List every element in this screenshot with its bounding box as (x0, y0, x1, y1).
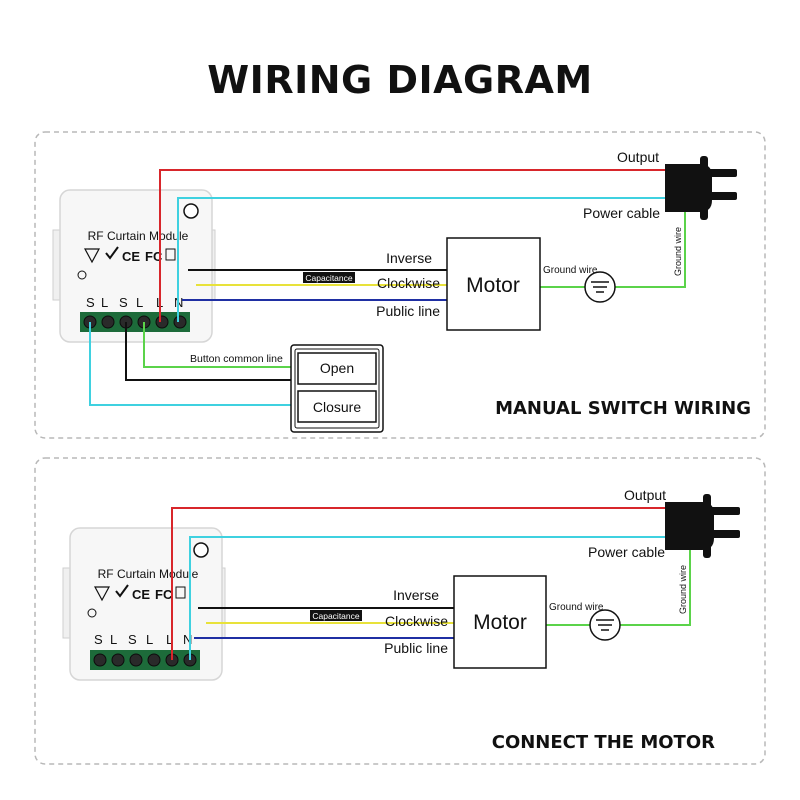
open-button-label: Open (320, 360, 354, 376)
clockwise-label: Clockwise (385, 613, 448, 629)
panel-manual-switch-wiring: RF Curtain Module CE FC S L S L L N (34, 131, 766, 439)
cyan-wire-closure (89, 322, 297, 406)
ground-wire-plug-label: Ground wire (678, 565, 688, 614)
green-wire-open (143, 322, 297, 368)
panel-caption: MANUAL SWITCH WIRING (495, 398, 751, 419)
terminal-label: S (94, 632, 103, 647)
open-button[interactable] (297, 352, 377, 385)
panel-border (34, 131, 766, 439)
module-led (193, 542, 209, 558)
motor-label: Motor (466, 274, 520, 297)
svg-text:FC: FC (145, 249, 163, 264)
capacitance-label: Capacitance (312, 611, 360, 621)
ground-symbol-icon (87, 608, 97, 618)
output-label: Output (624, 487, 666, 503)
cyan-wire-power (189, 536, 665, 660)
panel-border (34, 457, 766, 765)
output-label: Output (617, 149, 659, 165)
public-line-label: Public line (376, 303, 440, 319)
closure-button[interactable] (297, 390, 377, 423)
certification-icons: CE FC (83, 246, 176, 264)
module-label: RF Curtain Module (88, 229, 189, 243)
terminal-label: S (86, 295, 95, 310)
red-wire-output (159, 169, 665, 322)
panel-connect-the-motor: RF Curtain Module CE FC S L S L L N (34, 457, 766, 765)
rf-curtain-module: RF Curtain Module CE FC S L S L L N (52, 189, 216, 343)
ground-symbol-icon (77, 270, 87, 280)
motor-box (446, 237, 541, 331)
svg-text:FC: FC (155, 587, 173, 602)
ground-wire-motor-label: Ground wire (549, 602, 604, 613)
terminal-label: L (136, 295, 143, 310)
button-common-line-label: Button common line (190, 353, 283, 365)
power-cable-label: Power cable (588, 544, 665, 560)
module-led (183, 203, 199, 219)
certification-icons: CE FC (93, 584, 186, 602)
terminal-label: L (166, 632, 173, 647)
cyan-wire-power (177, 197, 665, 322)
clockwise-label: Clockwise (377, 275, 440, 291)
power-cable-label: Power cable (583, 205, 660, 221)
power-plug-icon (665, 494, 740, 558)
closure-button-label: Closure (313, 399, 361, 415)
black-wire-common (125, 322, 297, 381)
terminal-label: L (146, 632, 153, 647)
inverse-label: Inverse (386, 250, 432, 266)
module-label: RF Curtain Module (98, 567, 199, 581)
terminal-label: L (101, 295, 108, 310)
svg-text:CE: CE (122, 249, 140, 264)
terminal-label: S (128, 632, 137, 647)
inverse-label: Inverse (393, 587, 439, 603)
wires (171, 507, 691, 660)
capacitance-tag (303, 272, 355, 283)
ground-wire-plug-label: Ground wire (673, 227, 683, 276)
public-line-label: Public line (384, 640, 448, 656)
switch-panel: Open Closure (290, 344, 384, 433)
ground-icon (584, 271, 616, 303)
red-wire-output (171, 507, 665, 660)
power-plug-icon (665, 156, 737, 220)
diagram-title: WIRING DIAGRAM (207, 58, 593, 102)
svg-text:CE: CE (132, 587, 150, 602)
rf-curtain-module: RF Curtain Module CE FC S L S L L N (62, 527, 226, 681)
motor-box (453, 575, 547, 669)
green-ground-plug (620, 548, 691, 626)
green-ground-plug (615, 210, 686, 288)
capacitance-tag (310, 610, 362, 621)
wires (89, 169, 686, 406)
capacitance-label: Capacitance (305, 273, 353, 283)
ground-wire-motor-label: Ground wire (543, 265, 598, 276)
terminal-label: L (110, 632, 117, 647)
terminal-labels: S L S L L N (94, 632, 192, 647)
terminal-label: N (183, 632, 192, 647)
panel-caption: CONNECT THE MOTOR (492, 732, 715, 753)
motor-label: Motor (473, 611, 527, 634)
ground-icon (589, 609, 621, 641)
terminal-label: S (119, 295, 128, 310)
